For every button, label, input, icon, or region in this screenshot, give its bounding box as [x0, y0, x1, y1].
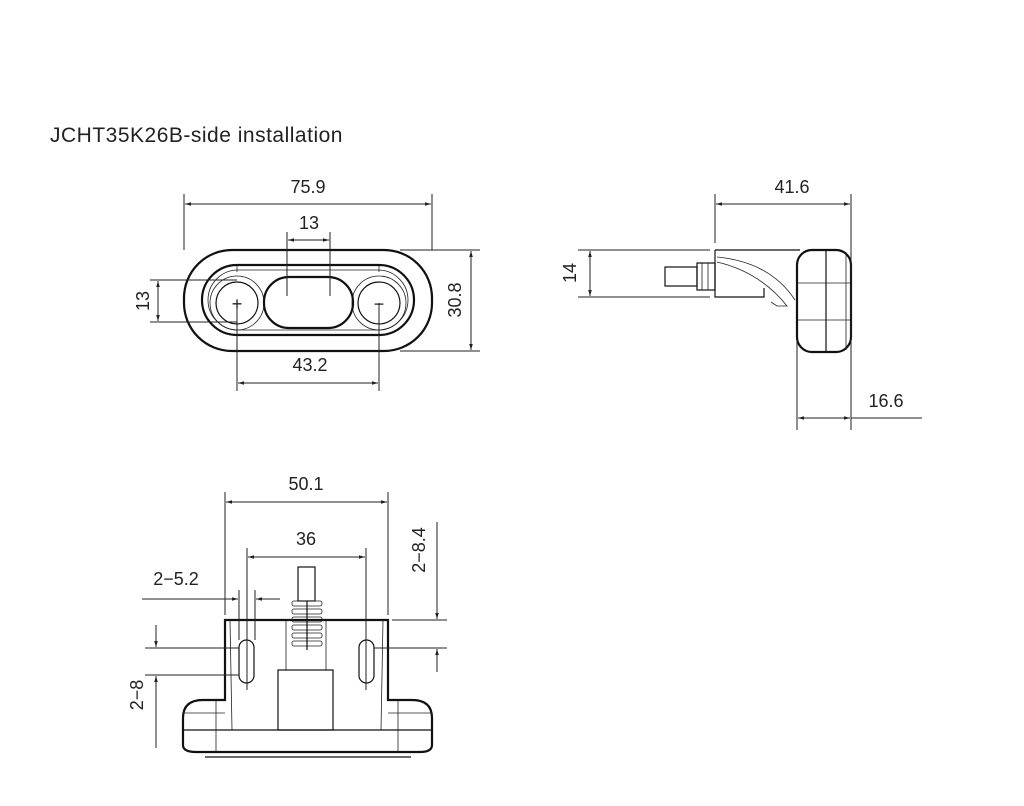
- side-view: 41.6 14 16.6: [560, 177, 922, 430]
- dim-hole-spacing: 36: [296, 529, 316, 549]
- dim-terminal-spacing: 43.2: [292, 355, 327, 375]
- dim-height: 30.8: [445, 282, 465, 317]
- dim-cap-depth: 16.6: [868, 391, 903, 411]
- dim-slot-width: 13: [299, 213, 319, 233]
- cable: [297, 566, 316, 602]
- bottom-view: 50.1 36 2−5.2 2−8.4 2−8: [127, 474, 447, 758]
- dim-width: 75.9: [290, 177, 325, 197]
- dim-connector-height: 14: [560, 263, 580, 283]
- drawing-title: JCHT35K26B-side installation: [50, 124, 343, 147]
- dim-bottom-width: 50.1: [288, 474, 323, 494]
- strain-relief-spring: [291, 600, 323, 650]
- dim-slot-height: 13: [133, 291, 153, 311]
- front-view: + − 75.9 13 13 30.8 43.2: [133, 177, 480, 391]
- dim-hole-width: 2−5.2: [153, 569, 199, 589]
- center-slot: [262, 275, 355, 330]
- dim-depth: 41.6: [774, 177, 809, 197]
- dim-hole-height: 2−8: [127, 680, 147, 711]
- dim-hole-offset: 2−8.4: [409, 527, 429, 573]
- cable-block: [277, 669, 334, 731]
